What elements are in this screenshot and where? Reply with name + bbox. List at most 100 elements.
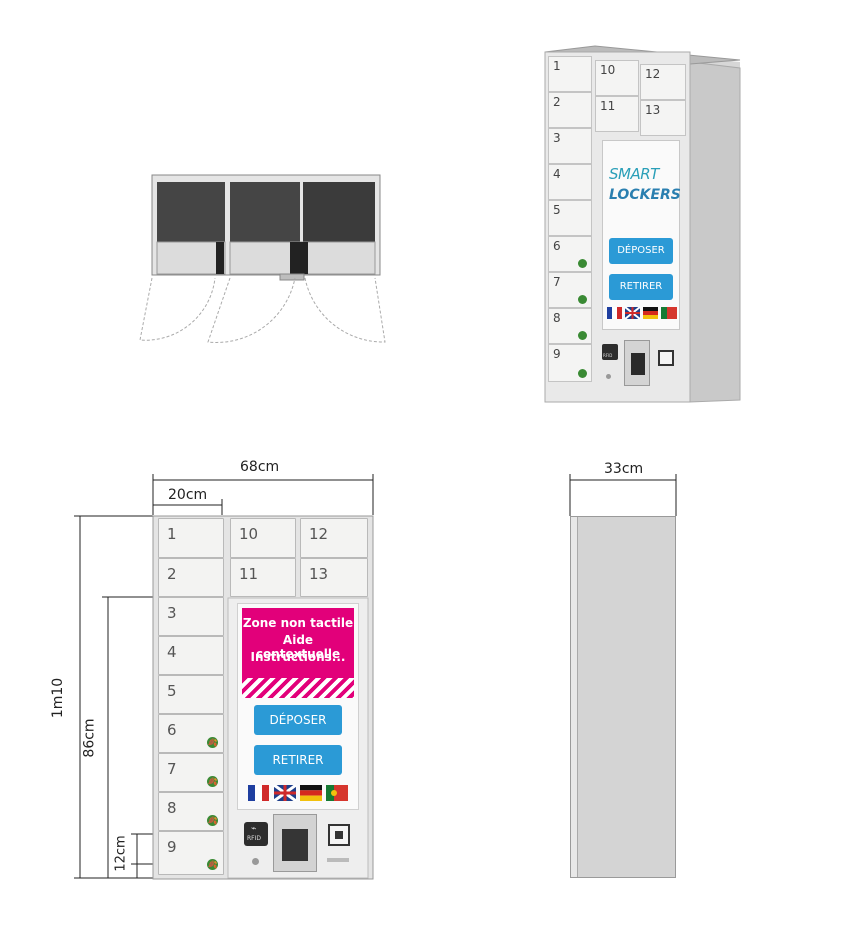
iso-withdraw-button[interactable]: RETIRER (609, 274, 673, 300)
led-indicator (252, 858, 259, 865)
iso-locker-2[interactable]: 2 (548, 92, 592, 128)
leaf-icon (578, 259, 587, 268)
iso-brand-smart: SMART (609, 165, 659, 183)
leaf-icon: 🍂 (207, 737, 218, 748)
iso-locker-3[interactable]: 3 (548, 128, 592, 164)
rfid-label: RFID (247, 835, 262, 842)
locker-number: 11 (239, 565, 259, 583)
leaf-icon (578, 295, 587, 304)
iso-language-flags (607, 307, 679, 319)
plan-view-drawing (139, 174, 386, 343)
locker-number: 7 (167, 760, 177, 778)
iso-locker-5[interactable]: 5 (548, 200, 592, 236)
iso-locker-number: 3 (553, 131, 561, 145)
locker-number: 1 (167, 525, 177, 543)
iso-locker-7[interactable]: 7 (548, 272, 592, 308)
language-flags-drawing (248, 785, 348, 801)
language-flags (248, 785, 352, 801)
iso-locker-number: 9 (553, 347, 561, 361)
card-slot[interactable] (273, 814, 317, 872)
iso-locker-number: 1 (553, 59, 561, 73)
dim-base-height: 12cm (113, 835, 129, 872)
iso-screen: SMART LOCKERS DÉPOSER RETIRER (602, 140, 681, 330)
dim-total-width: 68cm (240, 459, 280, 475)
front-screen: Zone non tactile Aide contextuelle Instr… (237, 603, 359, 810)
iso-slot-opening (631, 353, 645, 375)
locker-number: 12 (309, 525, 329, 543)
locker-number: 2 (167, 565, 177, 583)
front-locker-5[interactable]: 5 (158, 675, 224, 714)
language-flags-drawing (607, 307, 677, 319)
iso-locker-11[interactable]: 11 (595, 96, 639, 132)
iso-locker-10[interactable]: 10 (595, 60, 639, 96)
iso-led (606, 374, 611, 379)
side-view (570, 516, 676, 878)
iso-scanner[interactable] (658, 350, 674, 366)
iso-locker-9[interactable]: 9 (548, 344, 592, 382)
iso-locker-number: 8 (553, 311, 561, 325)
iso-locker-number: 4 (553, 167, 561, 181)
locker-number: 4 (167, 643, 177, 661)
front-locker-3[interactable]: 3 (158, 597, 224, 636)
slot-opening (282, 829, 308, 861)
front-locker-13[interactable]: 13 (300, 558, 368, 597)
side-front-edge (571, 517, 578, 877)
rfid-reader[interactable]: ⌁ RFID (244, 822, 268, 846)
iso-locker-4[interactable]: 4 (548, 164, 592, 200)
iso-locker-6[interactable]: 6 (548, 236, 592, 272)
locker-number: 10 (239, 525, 259, 543)
locker-number: 8 (167, 799, 177, 817)
iso-locker-number: 2 (553, 95, 561, 109)
iso-locker-number: 13 (645, 103, 661, 117)
info-line-3: Instructions... (250, 650, 346, 664)
front-locker-12[interactable]: 12 (300, 518, 368, 558)
scanner[interactable] (328, 824, 350, 846)
iso-rfid-reader[interactable]: RFID (602, 344, 618, 360)
iso-deposit-button[interactable]: DÉPOSER (609, 238, 673, 264)
locker-number: 5 (167, 682, 177, 700)
front-locker-4[interactable]: 4 (158, 636, 224, 675)
locker-number: 9 (167, 838, 177, 856)
dim-lower-height: 86cm (81, 718, 98, 758)
plan-view (130, 170, 400, 350)
iso-locker-number: 6 (553, 239, 561, 253)
iso-card-slot[interactable] (624, 340, 650, 386)
deposit-button[interactable]: DÉPOSER (254, 705, 342, 735)
front-locker-1[interactable]: 1 (158, 518, 224, 558)
leaf-icon (578, 369, 587, 378)
front-locker-2[interactable]: 2 (158, 558, 224, 597)
front-locker-6[interactable]: 6🍂 (158, 714, 224, 753)
front-locker-8[interactable]: 8🍂 (158, 792, 224, 831)
hatched-band (242, 678, 354, 698)
iso-locker-number: 5 (553, 203, 561, 217)
wifi-icon: ⌁ (251, 824, 257, 834)
iso-locker-number: 7 (553, 275, 561, 289)
info-line-1: Zone non tactile (242, 616, 354, 630)
iso-locker-13[interactable]: 13 (640, 100, 686, 136)
info-line-2: Aide contextuelle (255, 633, 341, 661)
iso-locker-number: 11 (600, 99, 616, 113)
withdraw-button[interactable]: RETIRER (254, 745, 342, 775)
front-locker-10[interactable]: 10 (230, 518, 296, 558)
iso-locker-8[interactable]: 8 (548, 308, 592, 344)
locker-number: 13 (309, 565, 329, 583)
dim-column-width: 20cm (168, 487, 208, 503)
leaf-icon (578, 331, 587, 340)
iso-locker-1[interactable]: 1 (548, 56, 592, 92)
front-locker-11[interactable]: 11 (230, 558, 296, 597)
front-locker-9[interactable]: 9🍂 (158, 831, 224, 875)
locker-number: 3 (167, 604, 177, 622)
iso-brand-lockers: LOCKERS (609, 187, 681, 203)
rfid-label: RFID (603, 353, 613, 358)
locker-number: 6 (167, 721, 177, 739)
scanner-center (335, 831, 343, 839)
dispense-slot (327, 858, 349, 862)
leaf-icon: 🍂 (207, 815, 218, 826)
front-locker-7[interactable]: 7🍂 (158, 753, 224, 792)
iso-locker-12[interactable]: 12 (640, 64, 686, 100)
leaf-icon: 🍂 (207, 776, 218, 787)
leaf-icon: 🍂 (207, 859, 218, 870)
iso-locker-number: 10 (600, 63, 616, 77)
iso-view: 1 2 3 4 5 6 7 8 9 10 12 11 13 SMART LOCK… (540, 40, 760, 410)
info-panel: Zone non tactile Aide contextuelle Instr… (242, 608, 354, 678)
